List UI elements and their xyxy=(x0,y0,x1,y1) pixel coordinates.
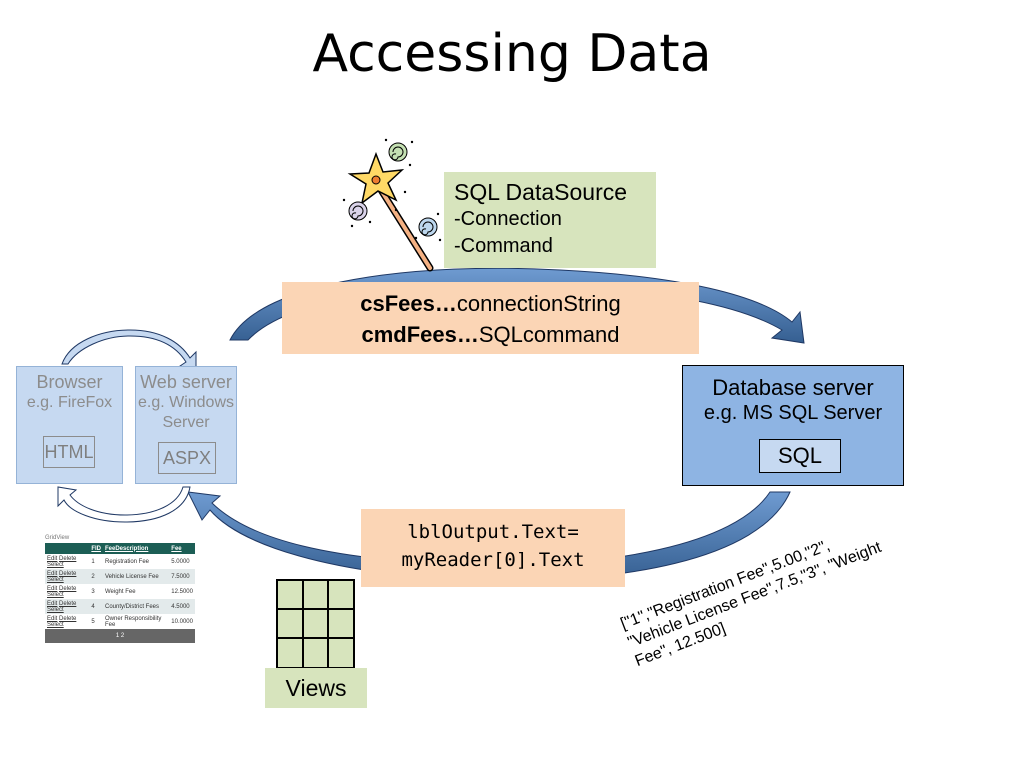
edit-link[interactable]: Edit xyxy=(47,600,58,607)
edit-link[interactable]: Edit xyxy=(47,570,58,577)
command-name: cmdFees… xyxy=(361,322,479,347)
row-actions: Edit Delete Select xyxy=(45,584,89,599)
fid-cell: 5 xyxy=(91,618,95,625)
fee-cell: 12.5000 xyxy=(171,588,193,595)
description-cell: Registration Fee xyxy=(105,558,150,565)
fee-cell: 7.5000 xyxy=(169,569,195,584)
gridview-pager[interactable]: 1 2 xyxy=(45,629,195,643)
magic-wand-icon xyxy=(342,138,442,272)
sql-box: SQL xyxy=(759,439,841,473)
webserver-example-1: e.g. Windows xyxy=(137,394,235,411)
gridview-thumbnail: GridView FID FeeDescription Fee Edit Del… xyxy=(45,535,195,643)
fid-cell: 1 xyxy=(91,558,95,565)
browser-panel: Browser e.g. FireFox HTML xyxy=(16,366,123,484)
gridview-header-fee: Fee xyxy=(169,543,195,554)
database-title: Database server xyxy=(712,375,874,400)
select-link[interactable]: Select xyxy=(47,591,64,598)
aspx-box: ASPX xyxy=(158,442,216,474)
output-line-1: lblOutput.Text= xyxy=(407,521,579,543)
fee-cell: 10.0000 xyxy=(171,618,193,625)
output-line-2: myReader[0].Text xyxy=(401,549,585,571)
datasource-line-connection: -Connection xyxy=(454,208,562,230)
html-box: HTML xyxy=(43,436,95,468)
row-actions: Edit Delete Select xyxy=(45,614,89,629)
server-to-browser-arrow xyxy=(57,486,191,523)
webserver-title: Web server xyxy=(140,372,232,392)
edit-link[interactable]: Edit xyxy=(47,585,58,592)
command-label: SQLcommand xyxy=(478,322,620,347)
browser-title: Browser xyxy=(36,372,103,392)
fid-cell: 2 xyxy=(89,569,103,584)
delete-link[interactable]: Delete xyxy=(59,600,77,607)
row-actions: Edit Delete Select xyxy=(45,554,89,569)
gridview-caption: GridView xyxy=(45,535,70,541)
gridview-table: FID FeeDescription Fee Edit Delete Selec… xyxy=(45,543,195,643)
edit-link[interactable]: Edit xyxy=(47,555,58,562)
browser-example: e.g. FireFox xyxy=(26,394,113,411)
select-link[interactable]: Select xyxy=(47,621,64,628)
connection-name: csFees… xyxy=(360,291,457,316)
gridview-header-fid: FID xyxy=(89,543,103,554)
webserver-example-2: Server xyxy=(162,414,210,431)
views-grid-icon xyxy=(276,579,355,669)
browser-to-server-arrow xyxy=(61,329,197,371)
delete-link[interactable]: Delete xyxy=(59,585,77,592)
edit-link[interactable]: Edit xyxy=(47,615,58,622)
delete-link[interactable]: Delete xyxy=(59,570,77,577)
fee-cell: 4.5000 xyxy=(169,599,195,614)
datasource-heading: SQL DataSource xyxy=(454,179,628,205)
fid-cell: 3 xyxy=(91,588,95,595)
row-actions: Edit Delete Select xyxy=(45,599,90,614)
description-cell: Owner Responsibility Fee xyxy=(105,615,162,628)
description-cell: Vehicle License Fee xyxy=(103,569,170,584)
connection-command-box: csFees…connectionString cmdFees…SQLcomma… xyxy=(282,282,699,354)
description-cell: Weight Fee xyxy=(105,588,136,595)
datasource-line-command: -Command xyxy=(454,235,553,257)
delete-link[interactable]: Delete xyxy=(59,615,77,622)
output-code-box: lblOutput.Text= myReader[0].Text xyxy=(361,509,625,587)
gridview-header-actions xyxy=(45,543,90,554)
sql-datasource-box: SQL DataSource -Connection -Command xyxy=(444,172,656,268)
gridview-header-description: FeeDescription xyxy=(103,543,170,554)
fee-cell: 5.0000 xyxy=(171,558,190,565)
select-link[interactable]: Select xyxy=(47,576,64,583)
page-title: Accessing Data xyxy=(312,24,712,84)
database-server-panel: Database server e.g. MS SQL Server SQL xyxy=(682,365,904,486)
views-label: Views xyxy=(265,668,367,708)
row-actions: Edit Delete Select xyxy=(45,569,90,584)
connection-label: connectionString xyxy=(456,291,621,316)
fid-cell: 4 xyxy=(89,599,103,614)
delete-link[interactable]: Delete xyxy=(59,555,77,562)
select-link[interactable]: Select xyxy=(47,561,64,568)
select-link[interactable]: Select xyxy=(47,606,64,613)
description-cell: County/District Fees xyxy=(103,599,170,614)
database-example: e.g. MS SQL Server xyxy=(703,402,883,424)
webserver-panel: Web server e.g. Windows Server ASPX xyxy=(135,366,237,484)
pager-links[interactable]: 1 2 xyxy=(45,629,195,643)
